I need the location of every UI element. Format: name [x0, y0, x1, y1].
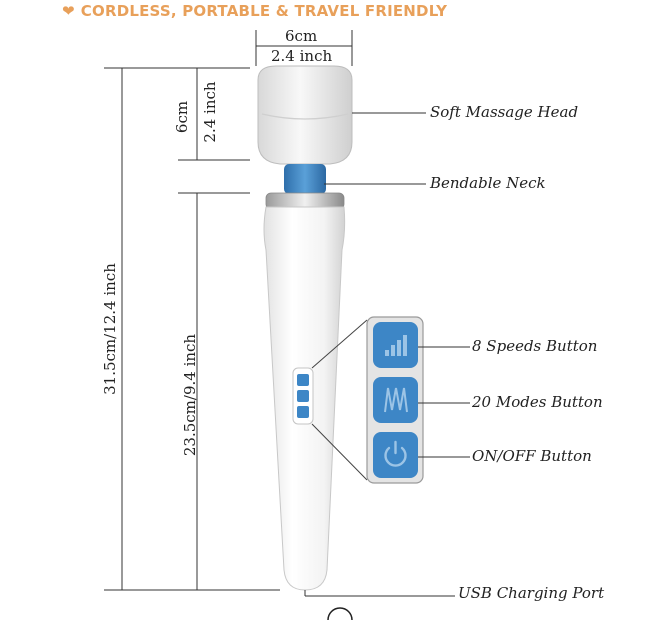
zoom-leader-lines	[311, 319, 368, 481]
bendable-neck	[284, 164, 326, 194]
handle-length-label: 23.5cm/9.4 inch	[181, 333, 199, 457]
head-height-inch-label: 2.4 inch	[201, 81, 219, 143]
total-length-dimension	[104, 67, 280, 591]
wave-icon	[384, 387, 408, 413]
speeds-button[interactable]	[373, 322, 418, 368]
total-length-label: 31.5cm/12.4 inch	[101, 263, 119, 395]
head-width-dimension	[255, 30, 353, 66]
power-button[interactable]	[373, 432, 418, 478]
power-callout: ON/OFF Button	[472, 447, 592, 465]
head-width-cm-label: 6cm	[285, 27, 318, 45]
modes-callout: 20 Modes Button	[472, 393, 603, 411]
neck-callout: Bendable Neck	[430, 174, 546, 192]
head-height-cm-label: 6cm	[173, 100, 191, 134]
signal-bars-icon	[385, 335, 407, 356]
speeds-callout: 8 Speeds Button	[472, 337, 598, 355]
massage-head	[257, 65, 353, 165]
handle-button-strip	[292, 367, 314, 425]
handle-length-dimension	[178, 192, 250, 590]
header-title: CORDLESS, PORTABLE & TRAVEL FRIENDLY	[80, 2, 448, 20]
power-icon	[384, 440, 407, 467]
header-title-row: ❤ CORDLESS, PORTABLE & TRAVEL FRIENDLY	[62, 2, 447, 20]
head-callout: Soft Massage Head	[430, 103, 579, 121]
modes-button[interactable]	[373, 377, 418, 423]
callout-lines	[304, 112, 470, 597]
bottom-partial-circle	[327, 607, 353, 620]
head-height-dimension	[178, 67, 250, 161]
heart-icon: ❤	[62, 2, 75, 20]
head-width-inch-label: 2.4 inch	[271, 47, 333, 65]
enlarged-button-panel	[366, 316, 424, 484]
usb-callout: USB Charging Port	[458, 584, 605, 602]
